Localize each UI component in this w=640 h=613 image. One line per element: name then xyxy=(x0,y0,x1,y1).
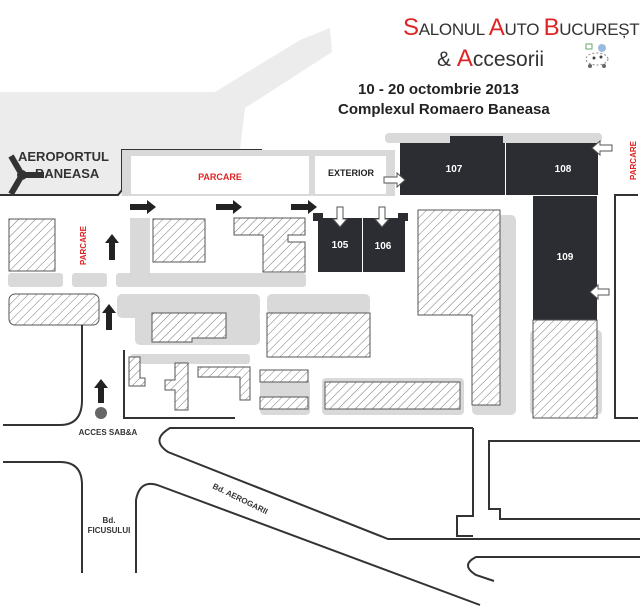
access-point-marker xyxy=(95,407,107,419)
other-buildings xyxy=(8,209,598,419)
arrow-right-icon xyxy=(291,200,317,214)
entrance-arrow-icon xyxy=(331,206,349,228)
hall-106-label: 106 xyxy=(375,241,392,252)
arrow-up-icon xyxy=(105,234,119,260)
airport-name-line2: BANEASA xyxy=(35,166,100,181)
arrow-right-icon xyxy=(130,200,156,214)
exterior-label: EXTERIOR xyxy=(328,168,375,178)
street-ficusului-line2: FICUSULUI xyxy=(88,526,131,535)
entrance-arrow-icon xyxy=(383,171,406,189)
access-label: ACCES SAB&A xyxy=(79,428,138,437)
hall-107-label: 107 xyxy=(446,164,463,175)
hall-105-label: 105 xyxy=(332,240,349,251)
hall-105[interactable]: 105 xyxy=(313,213,362,272)
street-ficusului-line1: Bd. xyxy=(103,516,116,525)
direction-arrows xyxy=(94,200,317,403)
hall-109[interactable]: 109 xyxy=(533,196,597,320)
event-dates: 10 - 20 octombrie 2013 xyxy=(358,81,519,98)
airport-name-line1: AEROPORTUL xyxy=(18,149,109,164)
event-header: SALONUL AUTO BUCUREȘTI & Accesorii 10 - … xyxy=(0,0,640,130)
parking-left-label: PARCARE xyxy=(79,225,88,265)
arrow-right-icon xyxy=(216,200,242,214)
parking-label: PARCARE xyxy=(198,172,242,182)
entrance-arrow-icon xyxy=(589,283,610,301)
roads xyxy=(3,194,640,606)
entrance-arrow-icon xyxy=(591,139,613,157)
hall-108-label: 108 xyxy=(555,164,572,175)
parking-right-label: PARCARE xyxy=(629,140,638,180)
hall-106[interactable]: 106 xyxy=(363,213,408,272)
arrow-up-icon xyxy=(94,379,108,403)
airplane-icon xyxy=(8,154,44,196)
event-title-line1: SALONUL AUTO BUCUREȘTI xyxy=(403,14,640,41)
street-aerogarii: Bd. AEROGARII xyxy=(211,482,269,516)
arrow-up-icon xyxy=(102,304,116,330)
parking-area xyxy=(131,156,309,194)
event-title-line2: & Accesorii xyxy=(437,45,545,72)
hall-108[interactable]: 108 xyxy=(506,143,598,195)
event-venue: Complexul Romaero Baneasa xyxy=(338,101,550,118)
entrance-arrow-icon xyxy=(373,206,391,228)
event-logo-icon xyxy=(585,43,609,68)
exterior-area xyxy=(315,156,386,194)
hall-109-label: 109 xyxy=(557,252,574,263)
entrance-arrows xyxy=(331,139,613,301)
hall-107[interactable]: 107 xyxy=(400,136,505,195)
